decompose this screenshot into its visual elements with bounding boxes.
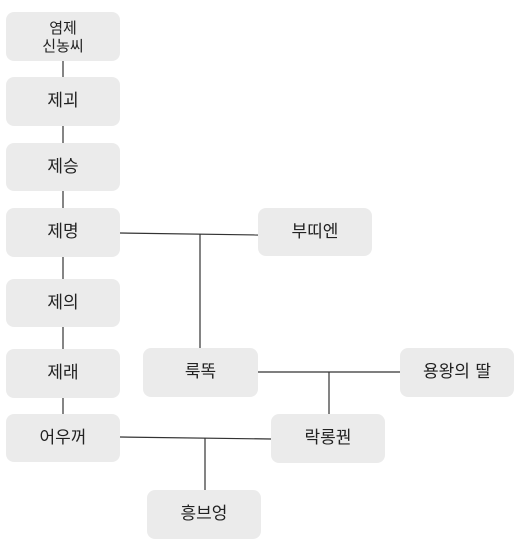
node-butti-en: 부띠엔 xyxy=(258,208,372,256)
node-label: 룩똑 xyxy=(184,362,217,383)
node-jemyeong: 제명 xyxy=(6,208,120,257)
node-jerae: 제래 xyxy=(6,349,120,398)
node-jegoe: 제괴 xyxy=(6,77,120,126)
node-yeomje-sinnongssi: 염제 신농씨 xyxy=(6,12,120,61)
node-jeui: 제의 xyxy=(6,279,120,327)
node-yongwang-ttal: 용왕의 딸 xyxy=(400,348,514,397)
node-label: 흥브엉 xyxy=(180,504,228,525)
node-label: 제래 xyxy=(47,363,79,384)
node-label: 어우꺼 xyxy=(39,427,87,448)
node-label: 부띠엔 xyxy=(291,221,339,242)
node-label: 제의 xyxy=(47,292,79,313)
node-label: 제승 xyxy=(47,156,79,177)
node-label: 제괴 xyxy=(47,91,79,112)
node-label-line1: 염제 xyxy=(49,18,77,37)
node-label: 용왕의 딸 xyxy=(423,362,491,383)
marriage-line-eoukkeo-rakrongkwon xyxy=(119,436,272,440)
node-jeseung: 제승 xyxy=(6,143,120,191)
node-heungbeuong: 흥브엉 xyxy=(147,490,261,539)
node-label: 제명 xyxy=(47,222,79,243)
marriage-line-jemyeong-butti-en xyxy=(119,232,259,236)
node-eoukkeo: 어우꺼 xyxy=(6,414,120,462)
node-rakrongkwon: 락롱꿘 xyxy=(271,414,385,463)
node-rukttok: 룩똑 xyxy=(143,348,258,397)
node-label: 락롱꿘 xyxy=(304,428,352,449)
node-label-line2: 신농씨 xyxy=(42,36,84,55)
